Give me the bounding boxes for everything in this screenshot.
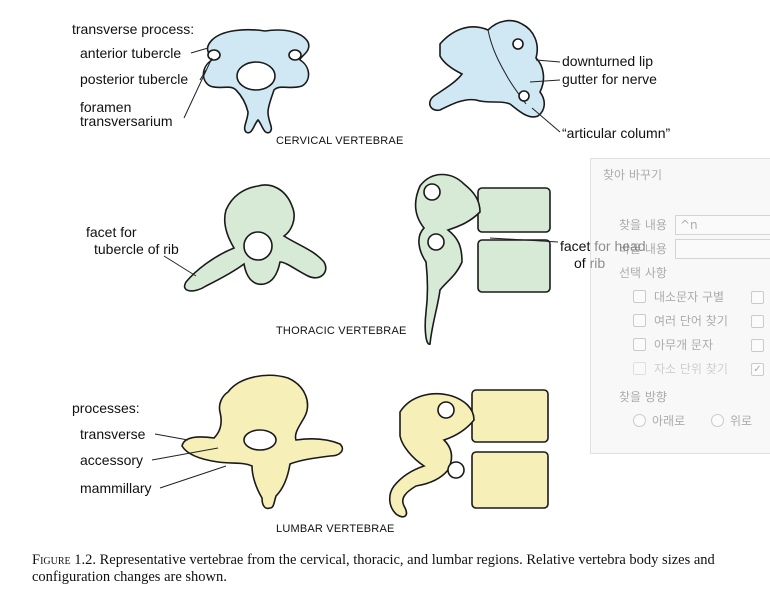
multi-words-checkbox[interactable] <box>633 314 646 327</box>
right-option-checkbox-4[interactable]: ✓ <box>751 363 764 376</box>
right-option-checkbox-3[interactable] <box>751 339 764 352</box>
option-whole-word[interactable]: 자소 단위 찾기 <box>633 359 728 379</box>
cervical-superior-view <box>202 28 310 134</box>
match-case-checkbox[interactable] <box>633 290 646 303</box>
leader-foramen-transversarium <box>183 57 213 119</box>
leader-mammillary <box>159 465 227 489</box>
direction-header: 찾을 방향 <box>619 390 667 404</box>
label-mammillary: mammillary <box>80 480 152 496</box>
lumbar-facet-upper <box>437 401 455 419</box>
cervical-lateral-view <box>428 19 546 118</box>
cervical-title: CERVICAL VERTEBRAE <box>276 135 404 147</box>
figure-caption: Figure 1.2. Representative vertebrae fro… <box>32 552 744 586</box>
leader-transverse <box>154 433 189 441</box>
thoracic-title: THORACIC VERTEBRAE <box>276 325 407 337</box>
find-label: 찾을 내용 <box>619 218 667 232</box>
options-header: 선택 사항 <box>619 266 667 280</box>
cervical-foramen-transversarium-left <box>207 49 221 61</box>
thoracic-body-upper <box>477 187 551 233</box>
match-case-label: 대소문자 구별 <box>654 290 725 304</box>
leader-downturned-lip <box>535 59 561 63</box>
right-option-checkbox-1[interactable] <box>751 291 764 304</box>
label-foramen: foramen <box>80 99 131 115</box>
direction-up[interactable]: 위로 <box>711 411 752 431</box>
direction-down-label: 아래로 <box>652 414 686 428</box>
lumbar-arch-shape <box>388 392 475 518</box>
multi-words-label: 여러 단어 찾기 <box>654 314 728 328</box>
option-any-char[interactable]: 아무개 문자 <box>633 335 713 355</box>
replace-input[interactable] <box>675 239 770 259</box>
cervical-foramen-transversarium-right <box>288 49 302 61</box>
label-transverse-process: transverse process: <box>72 21 194 37</box>
thoracic-body-lower <box>477 239 551 293</box>
leader-posterior-tubercle <box>199 69 207 81</box>
any-char-label: 아무개 문자 <box>654 338 714 352</box>
leader-accessory <box>151 447 219 461</box>
label-anterior-tubercle: anterior tubercle <box>80 45 181 61</box>
whole-word-checkbox[interactable] <box>633 362 646 375</box>
thoracic-arch-shape <box>414 173 481 345</box>
label-accessory: accessory <box>80 452 143 468</box>
lumbar-facet-lower <box>447 461 465 479</box>
label-processes: processes: <box>72 400 140 416</box>
right-option-checkbox-2[interactable] <box>751 315 764 328</box>
direction-up-radio[interactable] <box>711 414 724 427</box>
option-match-case[interactable]: 대소문자 구별 <box>633 287 724 307</box>
direction-down[interactable]: 아래로 <box>633 411 685 431</box>
replace-label: 바꿀 내용 <box>619 242 667 256</box>
caption-text: Representative vertebrae from the cervic… <box>32 552 715 585</box>
lumbar-body-upper <box>471 389 549 443</box>
label-gutter-for-nerve: gutter for nerve <box>562 71 657 87</box>
option-multi-words[interactable]: 여러 단어 찾기 <box>633 311 728 331</box>
thoracic-lateral-view <box>414 173 551 345</box>
label-transverse: transverse <box>80 426 146 442</box>
leader-facet-tubercle <box>163 255 197 277</box>
cervical-facet-upper <box>512 38 524 50</box>
direction-up-label: 위로 <box>730 414 753 428</box>
find-replace-dialog[interactable]: 찾아 바꾸기 찾을 내용 ^n 바꿀 내용 선택 사항 대소문자 구별 여러 단… <box>590 158 770 454</box>
leader-anterior-tubercle <box>190 47 209 54</box>
cervical-column-shape <box>428 19 546 118</box>
thoracic-superior-view <box>183 184 327 292</box>
label-articular-column: “articular column” <box>562 125 670 141</box>
whole-word-label: 자소 단위 찾기 <box>654 362 728 376</box>
cervical-vertebral-foramen <box>236 61 276 91</box>
thoracic-rib-facet-middle <box>427 233 445 251</box>
check-mark-icon: ✓ <box>753 364 762 375</box>
lumbar-body-lower <box>471 451 549 509</box>
label-posterior-tubercle: posterior tubercle <box>80 71 188 87</box>
find-replace-title: 찾아 바꾸기 <box>603 168 663 182</box>
find-input[interactable]: ^n <box>675 215 770 235</box>
leader-gutter-for-nerve <box>529 79 561 83</box>
leader-facet-head <box>489 237 559 243</box>
label-downturned-lip: downturned lip <box>562 53 653 69</box>
label-transversarium: transversarium <box>80 113 173 129</box>
caption-prefix: Figure 1.2. <box>32 552 96 568</box>
lumbar-superior-view <box>181 374 344 510</box>
lumbar-lateral-view <box>388 389 549 518</box>
label-tubercle-of-rib: tubercle of rib <box>94 241 179 257</box>
lumbar-vertebral-foramen <box>243 429 277 451</box>
cervical-facet-lower <box>518 90 530 102</box>
label-facet-for: facet for <box>86 224 137 240</box>
any-char-checkbox[interactable] <box>633 338 646 351</box>
direction-down-radio[interactable] <box>633 414 646 427</box>
lumbar-title: LUMBAR VERTEBRAE <box>276 523 395 535</box>
thoracic-vertebral-foramen <box>243 231 273 261</box>
leader-articular-column <box>531 107 561 133</box>
thoracic-rib-facet-upper <box>423 183 441 201</box>
